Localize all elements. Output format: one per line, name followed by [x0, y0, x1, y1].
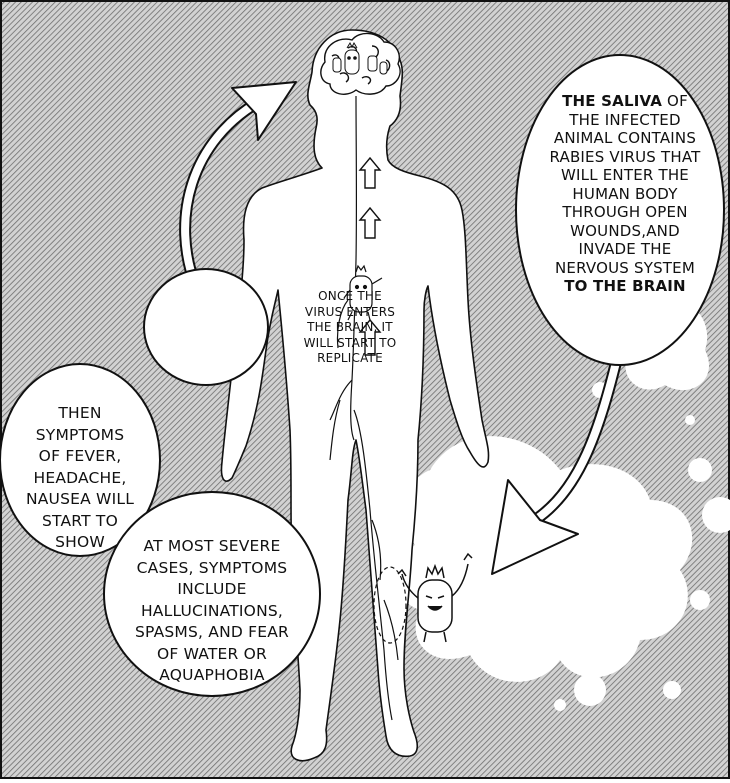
- saliva-body: OF THE INFECTED ANIMAL CONTAINS RABIES V…: [549, 92, 700, 277]
- severe-bubble-text: AT MOST SEVERE CASES, SYMPTOMS INCLUDE H…: [128, 536, 296, 687]
- brain-emphasis: TO THE BRAIN: [564, 277, 686, 295]
- replicate-bubble-text: ONCE THE VIRUS ENTERS THE BRAIN, IT WILL…: [300, 289, 400, 367]
- bubble-replicate: [144, 269, 268, 385]
- symptoms-bubble-text: THEN SYMPTOMS OF FEVER, HEADACHE, NAUSEA…: [24, 403, 136, 554]
- saliva-bubble-text: THE SALIVA OF THE INFECTED ANIMAL CONTAI…: [545, 92, 705, 296]
- saliva-emphasis: THE SALIVA: [562, 92, 662, 110]
